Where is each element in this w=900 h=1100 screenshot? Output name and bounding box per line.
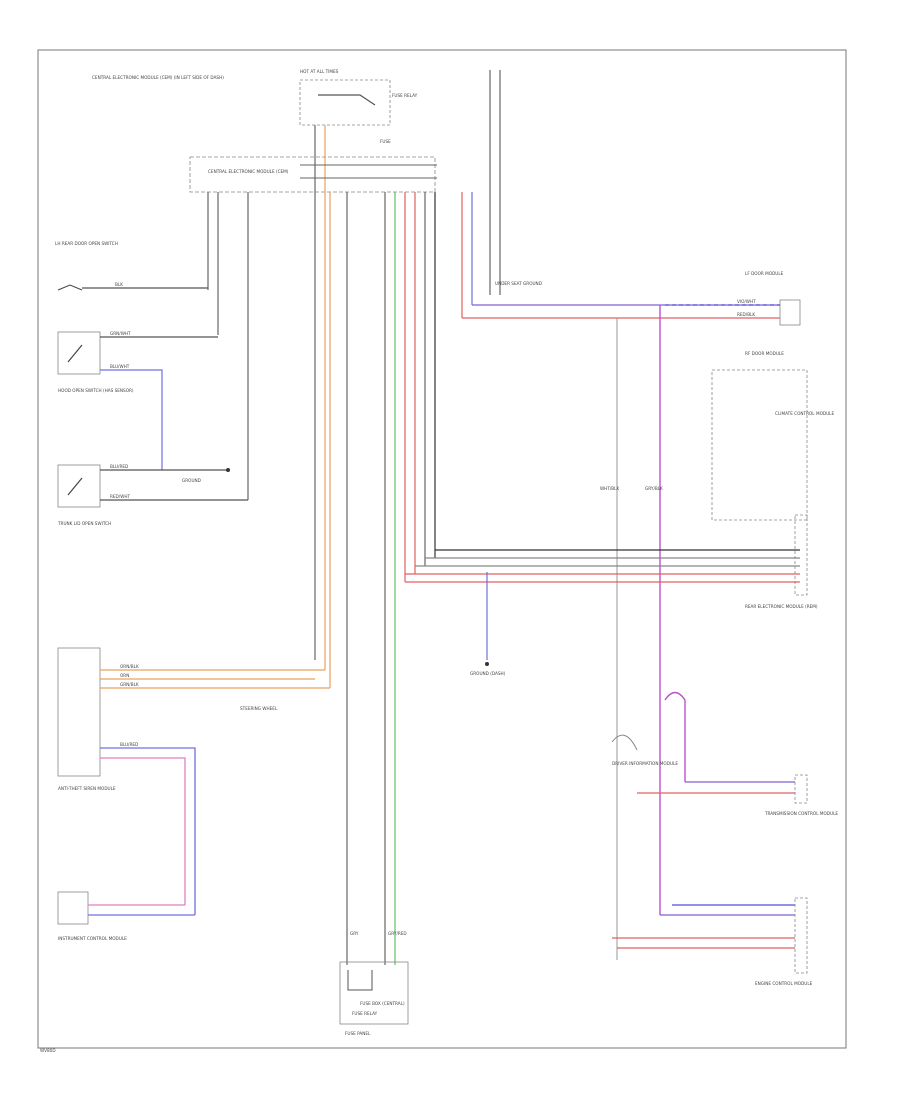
wire-label-w7: ORN — [120, 673, 129, 678]
wire-label-w5: BLU/RED — [110, 464, 128, 469]
wire-label-w8: GRN/BLK — [120, 682, 139, 687]
harness-vertical-lines — [207, 70, 501, 965]
wire-label-w13: WHT/BLK — [600, 486, 619, 491]
cem-box — [189, 156, 436, 193]
wire-label-w15: GRY/RED — [388, 931, 407, 936]
fuse-relay-box — [299, 79, 391, 126]
wire-label-w3: RED/WHT — [110, 494, 130, 499]
fuse-box-bottom-label: FUSE BOX (CENTRAL) — [360, 1001, 405, 1006]
engine-control-label: ENGINE CONTROL MODULE — [755, 981, 813, 986]
anti-theft-pink — [100, 757, 186, 905]
anti-theft-blue — [100, 747, 196, 915]
climate-control-label: CLIMATE CONTROL MODULE — [775, 411, 834, 416]
trunk-switch-label: TRUNK LID OPEN SWITCH — [57, 521, 111, 526]
fuse-relay-label: FUSE RELAY — [392, 93, 418, 98]
trunk-switch-box — [57, 464, 101, 508]
rf-door-module-box — [711, 369, 808, 521]
cem-box-label: CENTRAL ELECTRONIC MODULE (CEM) — [208, 169, 289, 174]
lh-rear-door-switch-label: LH REAR DOOR OPEN SWITCH — [55, 241, 118, 246]
ecm-box — [794, 897, 808, 974]
lf-door-module-label: LF DOOR MODULE — [745, 271, 784, 276]
rear-central-unit-label: REAR ELECTRONIC MODULE (REM) — [745, 604, 818, 609]
instrument-panel-label: INSTRUMENT CONTROL MODULE — [58, 936, 127, 941]
tcm-violet-loop — [664, 691, 686, 782]
ground-label: GROUND — [182, 478, 201, 483]
cem-top-label: CENTRAL ELECTRONIC MODULE (CEM) (IN LEFT… — [92, 75, 224, 80]
trunk-switch-icon — [67, 477, 83, 496]
page-code: WV80D — [40, 1048, 56, 1053]
rem-box — [794, 514, 808, 596]
transmission-control-label: TRANSMISSION CONTROL MODULE — [764, 811, 838, 816]
fuse-symbol — [318, 94, 376, 106]
wire-label-w4: BLU/WHT — [110, 364, 130, 369]
wire-label-w6: ORN/BLK — [120, 664, 139, 669]
under-seat-ground-label: UNDER SEAT GROUND — [495, 281, 542, 286]
anti-theft-module-box — [57, 647, 101, 777]
fuse-relay-bottom-label: FUSE RELAY — [352, 1011, 378, 1016]
hood-switch-icon — [67, 344, 83, 363]
wire-label-w12: VIO/WHT — [737, 299, 756, 304]
wire-label-w10: GRY — [350, 931, 359, 936]
fuse-panel-bottom-label: FUSE PANEL — [345, 1031, 371, 1036]
lf-door-module-box — [779, 299, 801, 326]
wire-label-w2: BLK — [115, 282, 123, 287]
anti-theft-module-label: ANTI-THEFT SIREN MODULE — [58, 786, 116, 791]
steering-wheel-label: STEERING WHEEL — [240, 706, 278, 711]
hot-at-all-times-label: HOT AT ALL TIMES — [300, 69, 339, 74]
wire-label-w14: BLU/RED — [120, 742, 138, 747]
diagram-frame — [37, 49, 847, 1049]
hood-wire-2 — [100, 369, 163, 470]
fuse-label: FUSE — [380, 139, 391, 144]
ground-dash-node — [485, 662, 489, 666]
hood-switch-box — [57, 331, 101, 375]
rem-harness — [405, 549, 800, 583]
wire-label-w9: GRY/BLK — [645, 486, 663, 491]
lh-rear-door-switch — [57, 284, 83, 291]
trunk-connector — [226, 468, 230, 472]
wire-label-w1: GRN/WHT — [110, 331, 131, 336]
fuse-box-bottom — [339, 961, 409, 1025]
instrument-panel-box — [57, 891, 89, 925]
tcm-box — [794, 774, 808, 804]
fuse-box-bottom-symbol — [347, 970, 373, 991]
ground-dash-label: GROUND (DASH) — [470, 671, 506, 676]
driver-info-label: DRIVER INFORMATION MODULE — [612, 761, 678, 766]
wire-label-w11: RED/BLK — [737, 312, 755, 317]
tcm-gray-loop — [611, 734, 638, 751]
rf-door-module-label: RF DOOR MODULE — [745, 351, 784, 356]
hood-switch-label: HOOD OPEN SWITCH (HAS SENSOR) — [58, 388, 134, 393]
